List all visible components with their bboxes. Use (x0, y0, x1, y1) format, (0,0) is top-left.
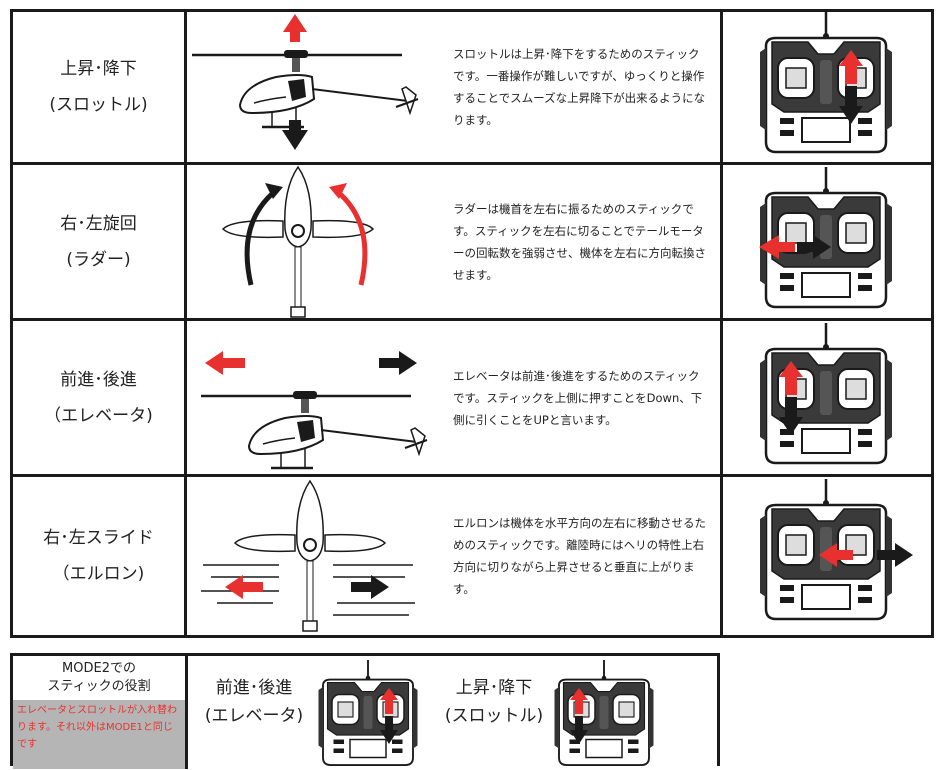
transmitter-cell (723, 165, 931, 318)
up-arrow-icon (779, 361, 803, 395)
helicopter-illustration (187, 321, 433, 474)
label-line1: 右･左スライド (43, 528, 154, 548)
divider (185, 656, 188, 769)
transmitter-icon (317, 660, 419, 766)
up-arrow-icon (380, 688, 398, 714)
mode2-note: エレベータとスロットルが入れ替わります。それ以外はMODE1と同じです (13, 700, 185, 769)
label-line1: 上昇･降下 (60, 59, 137, 79)
label-line1: 上昇･降下 (455, 678, 533, 698)
mode2-title: MODE2での スティックの役割 (13, 656, 185, 700)
row-label-rudder: 右･左旋回 (ラダー) (13, 165, 187, 318)
transmitter-icon (758, 165, 894, 309)
left-arrow-icon (225, 575, 263, 599)
mode2-title-line1: MODE2での (62, 661, 136, 676)
helicopter-top-icon (201, 480, 415, 632)
description-text: エレベータは前進･後進をするためのスティックです。スティックを上側に押すことをD… (453, 368, 703, 427)
label-line1: 右･左旋回 (60, 213, 137, 234)
helicopter-illustration (187, 477, 433, 635)
right-arrow-icon (877, 543, 913, 567)
transmitter-cell (723, 12, 931, 162)
label-line2: （エレベータ) (44, 405, 153, 426)
down-arrow-icon (282, 120, 308, 150)
right-arrow-icon (351, 575, 389, 599)
description-text: スロットルは上昇･降下をするためのスティックです。一番操作が難しいですが、ゆっく… (453, 47, 706, 127)
transmitter-icon (553, 660, 655, 766)
table-row-aileron: 右･左スライド （エルロン) エルロンは機体を水平方向の左右に移動させるためのス… (13, 477, 931, 635)
row-label-aileron: 右･左スライド （エルロン) (13, 477, 187, 635)
transmitter-icon (758, 12, 894, 154)
up-arrow-icon (283, 14, 307, 42)
mode2-title-line2: スティックの役割 (47, 679, 151, 694)
description-cell: スロットルは上昇･降下をするためのスティックです。一番操作が難しいですが、ゆっく… (433, 12, 723, 162)
helicopter-top-icon (222, 166, 374, 318)
table-row-throttle: 上昇･降下 (スロットル) スロットルは上昇･降下をするためのスティックです。一… (13, 12, 931, 165)
label-line2: (スロットル) (49, 95, 148, 115)
transmitter-cell (723, 477, 931, 635)
down-arrow-icon (779, 397, 803, 435)
label-line2: (エレベータ) (204, 706, 304, 726)
mode2-panel: MODE2での スティックの役割 エレベータとスロットルが入れ替わります。それ以… (10, 653, 720, 769)
label-line2: (ラダー) (66, 249, 131, 270)
left-arrow-icon (759, 235, 795, 259)
helicopter-illustration (187, 165, 433, 318)
description-text: ラダーは機首を左右に振るためのスティックです。スティックを左右に切ることでテール… (453, 201, 706, 282)
helicopter-illustration (187, 12, 433, 162)
left-arrow-icon (819, 543, 853, 567)
left-arrow-icon (205, 351, 245, 375)
down-arrow-icon (839, 86, 863, 124)
down-arrow-icon (570, 716, 588, 744)
curved-arrow-icon (244, 191, 275, 286)
label-line1: 前進･後進 (215, 678, 293, 698)
label-line1: 前進･後進 (60, 369, 137, 390)
up-arrow-icon (570, 688, 588, 714)
mode2-throttle-label: 上昇･降下 (スロットル) (439, 674, 549, 730)
table-row-elevator: 前進･後進 （エレベータ) エレベータは前進･後進をするためのスティックです。ス… (13, 321, 931, 477)
label-line2: （エルロン) (52, 564, 145, 584)
curved-arrow-icon (337, 191, 368, 286)
description-text: エルロンは機体を水平方向の左右に移動させるためのスティックです。離陸時にはヘリの… (453, 516, 706, 596)
controls-table: 上昇･降下 (スロットル) スロットルは上昇･降下をするためのスティックです。一… (10, 9, 934, 638)
right-arrow-icon (379, 351, 417, 375)
helicopter-side-icon (199, 351, 429, 470)
row-label-throttle: 上昇･降下 (スロットル) (13, 12, 187, 162)
description-cell: ラダーは機首を左右に振るためのスティックです。スティックを左右に切ることでテール… (433, 165, 723, 318)
transmitter-icon (758, 321, 894, 465)
right-arrow-icon (797, 235, 831, 259)
description-cell: エルロンは機体を水平方向の左右に移動させるためのスティックです。離陸時にはヘリの… (433, 477, 723, 635)
row-label-elevator: 前進･後進 （エレベータ) (13, 321, 187, 474)
helicopter-side-icon (190, 14, 420, 150)
mode2-elevator-label: 前進･後進 (エレベータ) (199, 674, 309, 730)
transmitter-icon (758, 477, 913, 621)
label-line2: (スロットル) (444, 706, 544, 726)
transmitter-cell (723, 321, 931, 474)
up-arrow-icon (839, 50, 863, 84)
table-row-rudder: 右･左旋回 (ラダー) ラダーは機首を左右に振るためのスティックです。スティック… (13, 165, 931, 321)
down-arrow-icon (380, 716, 398, 744)
description-cell: エレベータは前進･後進をするためのスティックです。スティックを上側に押すことをD… (433, 321, 723, 474)
